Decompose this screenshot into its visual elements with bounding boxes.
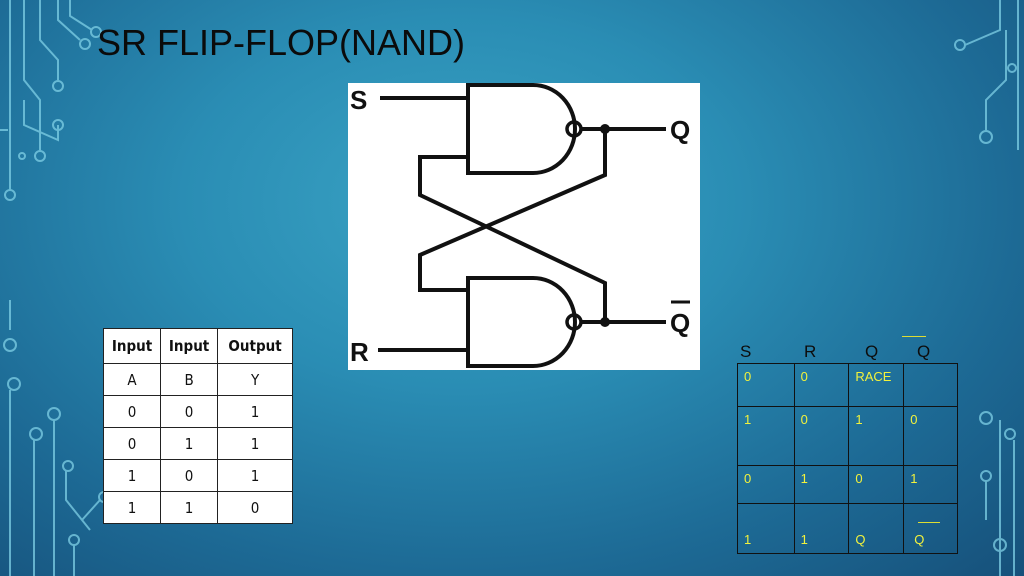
subheader-cell: Y [217,363,293,396]
feedback-top [418,129,607,292]
sr-header-q-bar-overline [902,336,926,337]
table-cell: 0 [102,395,162,428]
table-cell: Q [903,503,958,554]
table-cell: 1 [903,465,958,504]
table-cell: Q [848,503,905,554]
table-row: 0 1 0 1 [737,465,958,504]
circuit-diagram: S R Q Q [350,83,690,368]
table-cell: 1 [848,406,905,466]
table-cell: 1 [102,459,162,492]
sr-header-q-bar: Q [917,342,931,361]
sr-header-r: R [804,342,817,361]
header-cell: Input [102,328,162,364]
q-bar-junction-dot [600,317,610,327]
sr-table-header: S R Q Q [735,342,957,362]
table-cell: 0 [102,427,162,460]
table-cell: 1 [793,465,850,504]
sr-flipflop-circuit: S R Q Q [348,83,700,370]
table-row: 0 0 RACE [737,363,958,407]
bottom-nand-gate [466,276,577,368]
s-label: S [350,85,367,115]
table-row: 1 0 1 0 [737,406,958,466]
table-cell: 1 [217,459,293,492]
table-cell: 0 [793,406,850,466]
table-cell: 1 [217,395,293,428]
table-cell [903,363,958,407]
table-cell: 0 [793,363,850,407]
table-cell: 0 [737,465,795,504]
table-cell: 1 [737,406,795,466]
nand-truth-table: Input Input Output A B Y 0 0 1 0 1 1 1 0… [102,328,293,524]
top-nand-gate [466,83,577,175]
q-bar-label: Q [670,308,690,338]
slide-title: SR FLIP-FLOP(NAND) [97,22,466,63]
sr-header-s: S [740,342,752,361]
table-cell: 1 [160,427,219,460]
table-row: 1 1 0 [102,491,293,524]
table-row: 1 0 1 [102,459,293,492]
table-cell: 0 [737,363,795,407]
table-header-row: Input Input Output [102,328,293,364]
feedback-bottom [418,155,607,322]
table-cell: 1 [737,503,795,554]
sr-truth-table: 0 0 RACE 1 0 1 0 0 1 0 1 1 1 Q Q [737,363,958,554]
subheader-cell: A [102,363,162,396]
table-row: 0 1 1 [102,427,293,460]
table-cell: 1 [217,427,293,460]
table-cell: 0 [848,465,905,504]
table-cell: 0 [903,406,958,466]
table-row: 0 0 1 [102,395,293,428]
table-row: 1 1 Q Q [737,503,958,554]
sr-cell-q-bar-overline [918,522,940,523]
header-cell: Output [217,328,293,364]
table-subheader-row: A B Y [102,363,293,396]
table-cell: 1 [793,503,850,554]
table-cell: 0 [160,395,219,428]
table-cell: 0 [160,459,219,492]
table-cell: 1 [160,491,219,524]
table-cell: 0 [217,491,293,524]
q-junction-dot [600,124,610,134]
table-cell: 1 [102,491,162,524]
sr-header-q: Q [865,342,879,361]
table-cell: RACE [848,363,905,407]
r-label: R [350,337,369,367]
subheader-cell: B [160,363,219,396]
q-label: Q [670,115,690,145]
header-cell: Input [160,328,219,364]
